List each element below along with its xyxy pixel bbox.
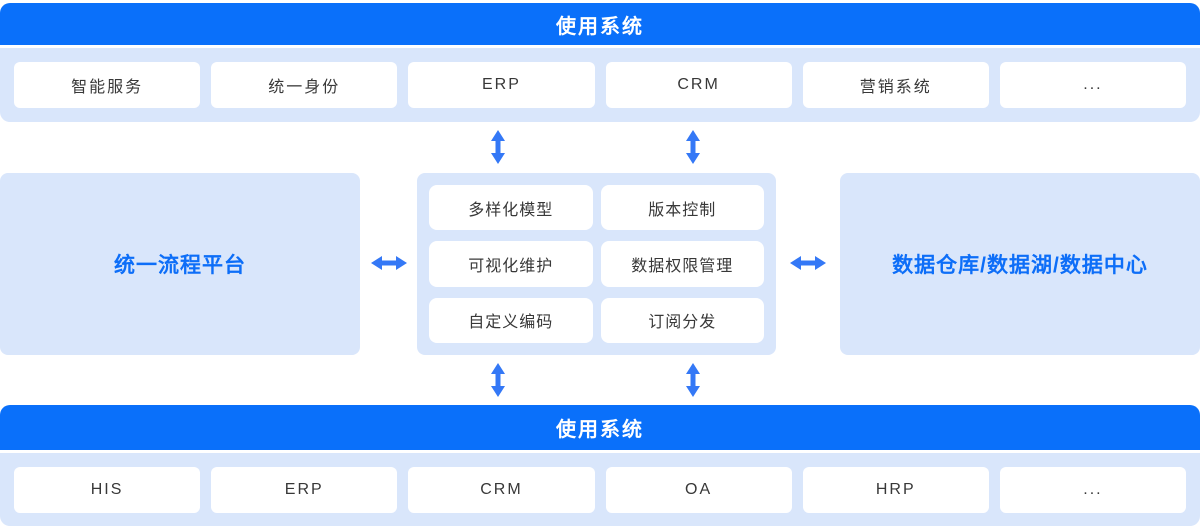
feature-box-subscribe-distribute: 订阅分发	[600, 297, 764, 343]
system-label: OA	[685, 480, 713, 498]
system-label: ERP	[284, 480, 324, 498]
system-box-more: ...	[999, 466, 1187, 513]
feature-label: 订阅分发	[648, 314, 717, 332]
left-panel-title: 统一流程平台	[114, 254, 246, 277]
system-box-intelligent-service: 智能服务	[14, 62, 201, 108]
vertical-double-arrow-icon	[685, 363, 701, 397]
system-label: 营销系统	[859, 79, 932, 96]
feature-label: 版本控制	[648, 201, 717, 219]
system-label: ...	[1083, 480, 1103, 498]
feature-box-visual-maintenance: 可视化维护	[429, 241, 593, 287]
system-label: 智能服务	[71, 79, 144, 96]
system-label: CRM	[480, 480, 523, 498]
vertical-double-arrow-icon	[490, 130, 506, 164]
feature-box-custom-coding: 自定义编码	[429, 297, 593, 343]
system-box-unified-identity: 统一身份	[211, 62, 398, 108]
system-label: HRP	[875, 480, 916, 498]
system-label: ERP	[481, 76, 521, 93]
feature-box-data-permission: 数据权限管理	[600, 241, 764, 287]
system-box-hrp: HRP	[802, 466, 989, 513]
system-box-marketing: 营销系统	[802, 62, 989, 108]
horizontal-double-arrow-icon	[790, 255, 826, 271]
system-box-crm: CRM	[408, 466, 595, 513]
right-panel-data-warehouse: 数据仓库/数据湖/数据中心	[840, 173, 1200, 355]
feature-box-version-control: 版本控制	[600, 185, 764, 231]
top-banner-title: 使用系统	[556, 15, 644, 38]
system-label: ...	[1083, 76, 1103, 93]
bottom-band-group: 使用系统 HIS ERP CRM OA HRP ...	[0, 405, 1200, 526]
system-box-more: ...	[999, 62, 1187, 108]
horizontal-double-arrow-icon	[371, 255, 407, 271]
system-label: HIS	[90, 480, 124, 498]
top-systems-strip: 智能服务 统一身份 ERP CRM 营销系统 ...	[0, 48, 1200, 122]
top-band-group: 使用系统 智能服务 统一身份 ERP CRM 营销系统 ...	[0, 3, 1200, 122]
bottom-banner: 使用系统	[0, 405, 1200, 450]
feature-box-diverse-models: 多样化模型	[429, 185, 593, 231]
vertical-double-arrow-icon	[490, 363, 506, 397]
vertical-double-arrow-icon	[685, 130, 701, 164]
system-box-crm: CRM	[605, 62, 792, 108]
bottom-banner-title: 使用系统	[556, 419, 644, 441]
bottom-systems-strip: HIS ERP CRM OA HRP ...	[0, 453, 1200, 526]
system-box-erp: ERP	[408, 62, 595, 108]
system-box-oa: OA	[605, 466, 792, 513]
top-band-divider	[0, 45, 1200, 48]
center-capabilities-panel: 多样化模型 版本控制 可视化维护 数据权限管理 自定义编码 订阅分发	[417, 173, 776, 355]
feature-label: 数据权限管理	[631, 257, 734, 275]
top-banner: 使用系统	[0, 3, 1200, 45]
feature-label: 可视化维护	[468, 257, 554, 275]
system-label: CRM	[677, 76, 720, 93]
feature-label: 自定义编码	[468, 314, 554, 332]
feature-label: 多样化模型	[468, 201, 554, 219]
system-label: 统一身份	[268, 79, 341, 96]
system-box-his: HIS	[14, 466, 201, 513]
bottom-band-divider	[0, 450, 1200, 453]
left-panel-unified-process-platform: 统一流程平台	[0, 173, 360, 355]
right-panel-title: 数据仓库/数据湖/数据中心	[892, 254, 1148, 277]
system-box-erp: ERP	[211, 466, 398, 513]
